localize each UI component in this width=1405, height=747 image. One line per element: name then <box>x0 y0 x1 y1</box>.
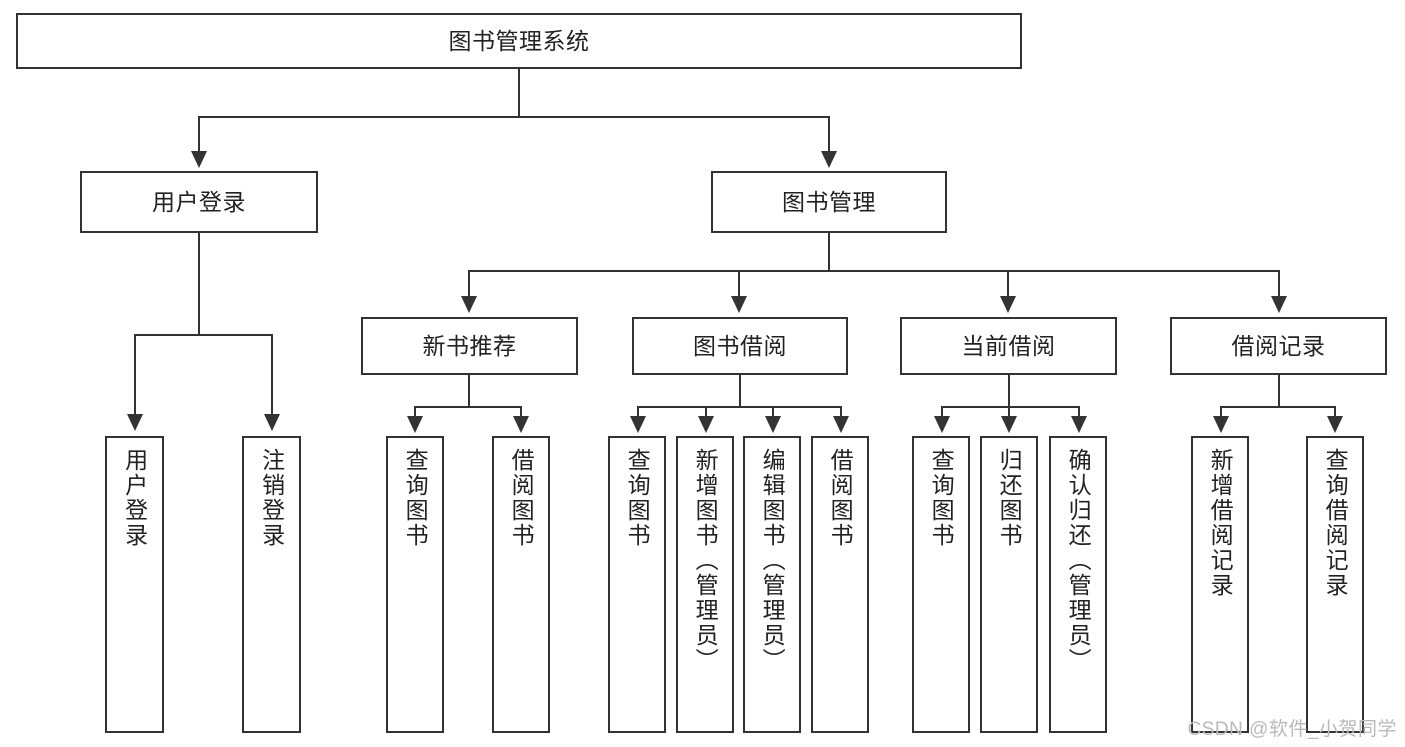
leaf-label: 新增图书（管理员） <box>692 448 719 673</box>
connector-root-drop-left <box>198 116 200 153</box>
arrow-to-leaf-return-book <box>1001 416 1017 433</box>
arrow-to-leaf-query-book-3 <box>934 416 950 433</box>
leaf-label: 查询图书 <box>624 448 651 548</box>
connector-current-borrow-drop-3 <box>1078 406 1080 418</box>
arrow-to-leaf-add-book <box>698 416 714 433</box>
connector-level3-drop-3 <box>1007 270 1009 298</box>
connector-borrow-record-drop-2 <box>1334 406 1336 418</box>
node-user-login[interactable]: 用户登录 <box>80 171 318 233</box>
connector-user-login-stem <box>198 233 200 335</box>
leaf-confirm-return-admin[interactable]: 确认归还（管理员） <box>1049 436 1107 733</box>
arrow-to-book-borrow <box>731 296 747 313</box>
connector-user-login-drop-2 <box>271 334 273 416</box>
node-current-borrow[interactable]: 当前借阅 <box>900 317 1117 375</box>
arrow-to-current-borrow <box>1000 296 1016 313</box>
leaf-query-book-recommend[interactable]: 查询图书 <box>386 436 444 733</box>
connector-current-borrow-stem <box>1008 375 1010 407</box>
connector-level3-bar <box>468 270 1280 272</box>
arrow-to-leaf-logout <box>264 414 280 431</box>
connector-current-borrow-drop-2 <box>1008 406 1010 418</box>
connector-level3-drop-2 <box>738 270 740 298</box>
leaf-label: 借阅图书 <box>827 448 854 548</box>
connector-borrow-record-bar <box>1220 406 1336 408</box>
arrow-to-leaf-user-login <box>127 414 143 431</box>
leaf-user-login[interactable]: 用户登录 <box>105 436 164 733</box>
arrow-to-borrow-record <box>1271 296 1287 313</box>
node-label: 图书管理系统 <box>448 27 590 54</box>
leaf-label: 新增借阅记录 <box>1207 448 1234 598</box>
leaf-borrow-book-borrow[interactable]: 借阅图书 <box>811 436 869 733</box>
connector-level3-drop-1 <box>468 270 470 298</box>
leaf-label: 注销登录 <box>258 448 285 548</box>
leaf-query-book-current[interactable]: 查询图书 <box>912 436 970 733</box>
node-label: 图书借阅 <box>693 332 787 359</box>
connector-borrow-record-stem <box>1278 375 1280 407</box>
leaf-return-book[interactable]: 归还图书 <box>980 436 1038 733</box>
connector-new-book-bar <box>414 406 522 408</box>
connector-book-borrow-stem <box>739 375 741 407</box>
leaf-query-borrow-record[interactable]: 查询借阅记录 <box>1306 436 1364 733</box>
connector-new-book-drop-1 <box>414 406 416 418</box>
node-label: 新书推荐 <box>422 332 517 359</box>
leaf-label: 查询图书 <box>928 448 955 548</box>
leaf-borrow-book-recommend[interactable]: 借阅图书 <box>492 436 550 733</box>
connector-root-drop-right <box>828 116 830 153</box>
connector-book-borrow-bar <box>637 406 842 408</box>
arrow-to-leaf-confirm-return <box>1071 416 1087 433</box>
leaf-label: 查询图书 <box>402 448 429 548</box>
connector-book-borrow-drop-3 <box>772 406 774 418</box>
node-label: 用户登录 <box>152 188 246 215</box>
node-label: 当前借阅 <box>961 332 1056 359</box>
leaf-label: 确认归还（管理员） <box>1065 448 1092 673</box>
node-book-borrow[interactable]: 图书借阅 <box>632 317 848 375</box>
arrow-to-leaf-query-book-1 <box>407 416 423 433</box>
leaf-label: 编辑图书（管理员） <box>759 448 786 673</box>
arrow-to-leaf-query-book-2 <box>630 416 646 433</box>
leaf-label: 借阅图书 <box>508 448 535 548</box>
connector-new-book-stem <box>468 375 470 407</box>
leaf-edit-book-admin[interactable]: 编辑图书（管理员） <box>743 436 801 733</box>
watermark: CSDN @软件_小贺同学 <box>1187 719 1397 740</box>
connector-user-login-drop-1 <box>134 334 136 416</box>
connector-book-borrow-drop-2 <box>705 406 707 418</box>
node-borrow-record[interactable]: 借阅记录 <box>1170 317 1387 375</box>
leaf-label: 查询借阅记录 <box>1322 448 1349 598</box>
arrow-to-leaf-query-borrow-record <box>1327 416 1343 433</box>
connector-new-book-drop-2 <box>520 406 522 418</box>
leaf-add-borrow-record[interactable]: 新增借阅记录 <box>1191 436 1249 733</box>
arrow-to-leaf-borrow-book-2 <box>833 416 849 433</box>
connector-book-management-stem <box>828 233 830 271</box>
connector-root-bar <box>198 116 830 118</box>
node-label: 图书管理 <box>782 188 876 215</box>
arrow-to-user-login <box>191 151 207 168</box>
connector-borrow-record-drop-1 <box>1220 406 1222 418</box>
leaf-label: 用户登录 <box>121 448 148 548</box>
node-label: 借阅记录 <box>1231 332 1326 359</box>
arrow-to-book-management <box>821 151 837 168</box>
node-new-book-recommend[interactable]: 新书推荐 <box>361 317 578 375</box>
connector-current-borrow-bar <box>941 406 1080 408</box>
arrow-to-leaf-borrow-book-1 <box>513 416 529 433</box>
connector-book-borrow-drop-4 <box>840 406 842 418</box>
node-root-book-management-system[interactable]: 图书管理系统 <box>16 13 1022 69</box>
leaf-logout[interactable]: 注销登录 <box>242 436 301 733</box>
arrow-to-new-book-recommend <box>461 296 477 313</box>
connector-user-login-bar <box>134 334 273 336</box>
arrow-to-leaf-add-borrow-record <box>1213 416 1229 433</box>
arrow-to-leaf-edit-book <box>765 416 781 433</box>
connector-level3-drop-4 <box>1278 270 1280 298</box>
node-book-management[interactable]: 图书管理 <box>711 171 947 233</box>
connector-book-borrow-drop-1 <box>637 406 639 418</box>
connector-root-stem <box>518 69 520 117</box>
connector-current-borrow-drop-1 <box>941 406 943 418</box>
leaf-label: 归还图书 <box>996 448 1023 548</box>
leaf-query-book-borrow[interactable]: 查询图书 <box>608 436 666 733</box>
leaf-add-book-admin[interactable]: 新增图书（管理员） <box>676 436 734 733</box>
